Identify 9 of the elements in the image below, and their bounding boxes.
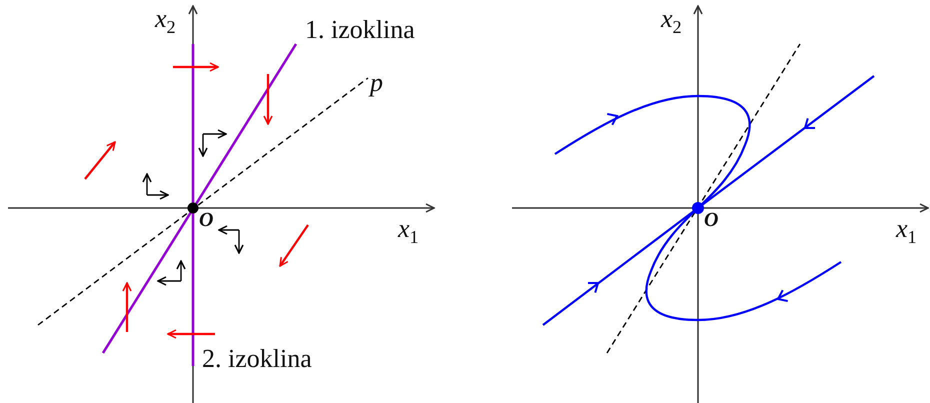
axis-label: x$_{1}$: [896, 216, 917, 246]
line-label: p: [370, 70, 383, 96]
axis-label: x$_{2}$: [661, 6, 682, 36]
origin-label: O: [199, 210, 214, 230]
axis-label: x$_{1}$: [398, 216, 419, 246]
isocline-label: 2. izoklina: [202, 346, 312, 372]
isocline-label: 1. izoklina: [305, 17, 415, 43]
axis-label: x$_{2}$: [155, 6, 176, 36]
origin-label: O: [704, 210, 718, 230]
